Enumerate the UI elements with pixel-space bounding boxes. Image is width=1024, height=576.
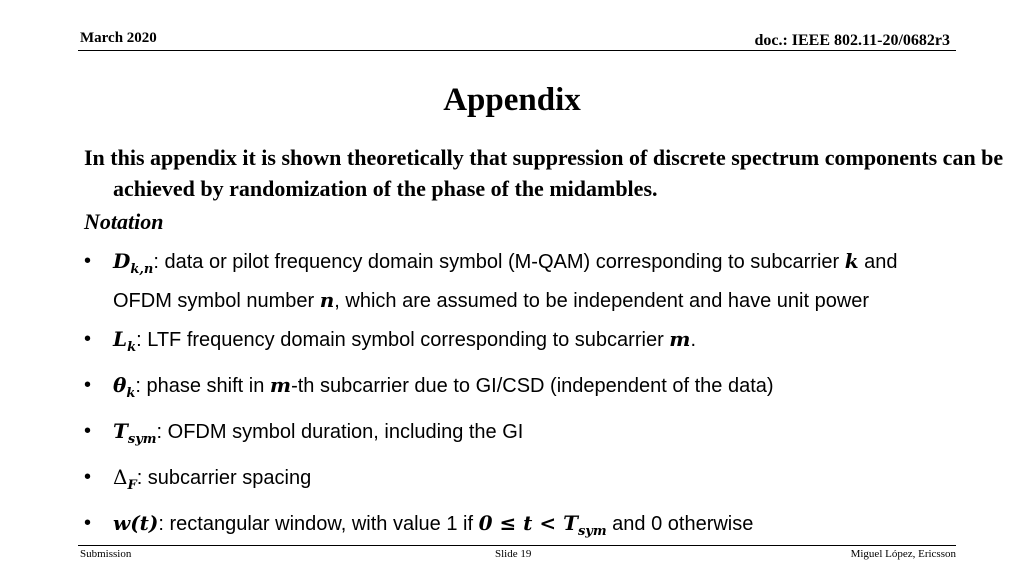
slide-title: Appendix (443, 82, 581, 118)
notation-list: • Dk,n: data or pilot frequency domain s… (84, 246, 914, 554)
footer-divider (78, 545, 956, 546)
intro-paragraph: In this appendix it is shown theoretical… (84, 145, 1004, 201)
footer-author: Miguel López, Ericsson (850, 548, 956, 560)
header-doc-id: doc.: IEEE 802.11-20/0682r3 (754, 32, 950, 49)
math-condition: 0 ≤ t < Tsym (478, 511, 607, 539)
item-text: : subcarrier spacing (136, 467, 312, 489)
math-symbol: Lk (113, 327, 137, 355)
item-text: and 0 otherwise (606, 513, 754, 535)
math-variable: m (669, 327, 691, 351)
item-text: -th subcarrier due to GI/CSD (independen… (291, 375, 774, 397)
list-item: • Lk: LTF frequency domain symbol corres… (84, 324, 914, 363)
bullet-glyph: • (84, 466, 92, 488)
list-item: • Dk,n: data or pilot frequency domain s… (84, 246, 914, 317)
bullet-glyph: • (84, 374, 92, 396)
item-text: : OFDM symbol duration, including the GI (156, 421, 524, 443)
bullet-glyph: • (84, 512, 92, 534)
item-text: and OFDM symbol number (113, 251, 898, 312)
item-text: : rectangular window, with value 1 if (158, 513, 479, 535)
header-divider (78, 50, 956, 51)
item-text: , which are assumed to be independent an… (334, 290, 870, 312)
math-symbol: ΔF (113, 465, 137, 493)
math-symbol: Dk,n (113, 249, 154, 277)
list-item: • Tsym: OFDM symbol duration, including … (84, 416, 914, 455)
footer-submission: Submission (80, 548, 132, 560)
math-symbol: w(t) (113, 511, 159, 535)
item-text: . (690, 329, 697, 351)
header-date: March 2020 (80, 30, 157, 46)
list-item: • ΔF: subcarrier spacing (84, 462, 914, 501)
math-symbol: θk (113, 373, 136, 401)
item-text: : LTF frequency domain symbol correspond… (136, 329, 670, 351)
list-item: • θk: phase shift in m-th subcarrier due… (84, 370, 914, 409)
item-text: : phase shift in (135, 375, 270, 397)
bullet-glyph: • (84, 250, 92, 272)
math-variable: m (269, 373, 292, 397)
math-variable: k (844, 249, 859, 273)
bullet-glyph: • (84, 420, 92, 442)
item-text: : data or pilot frequency domain symbol … (153, 251, 845, 273)
notation-label: Notation (84, 209, 164, 234)
math-variable: n (319, 288, 335, 312)
list-item: • w(t): rectangular window, with value 1… (84, 508, 914, 547)
math-symbol: Tsym (113, 419, 157, 447)
footer-slide-number: Slide 19 (495, 548, 532, 560)
bullet-glyph: • (84, 328, 92, 350)
